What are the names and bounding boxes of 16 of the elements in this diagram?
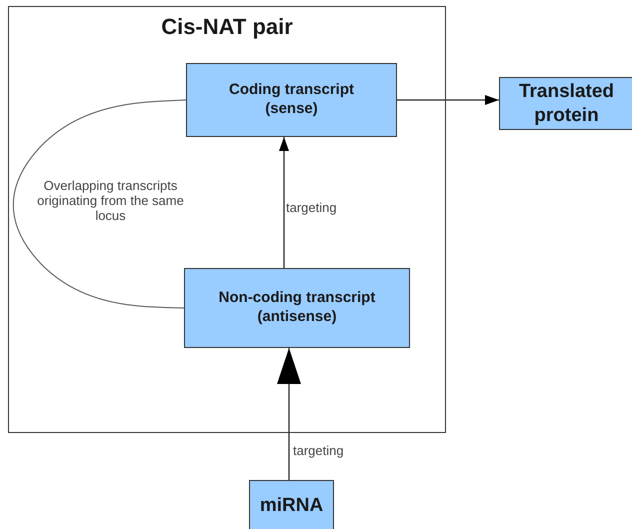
process-box [186,63,397,137]
arrow [277,348,301,480]
arrow [279,136,289,268]
group-title: Cis-NAT pair [161,13,293,40]
edge-label: targeting [293,443,344,458]
group-box [8,6,446,433]
box-label: Translated protein [518,80,616,128]
process-box [249,480,334,529]
process-box [499,77,632,130]
box-label: Coding transcript (sense) [228,81,355,119]
box-label: miRNA [258,494,324,518]
curved-connector [12,100,186,308]
arrow [396,95,500,105]
process-box [184,268,410,348]
edge-label: targeting [286,200,337,215]
box-label: Non-coding transcript (antisense) [218,289,376,327]
